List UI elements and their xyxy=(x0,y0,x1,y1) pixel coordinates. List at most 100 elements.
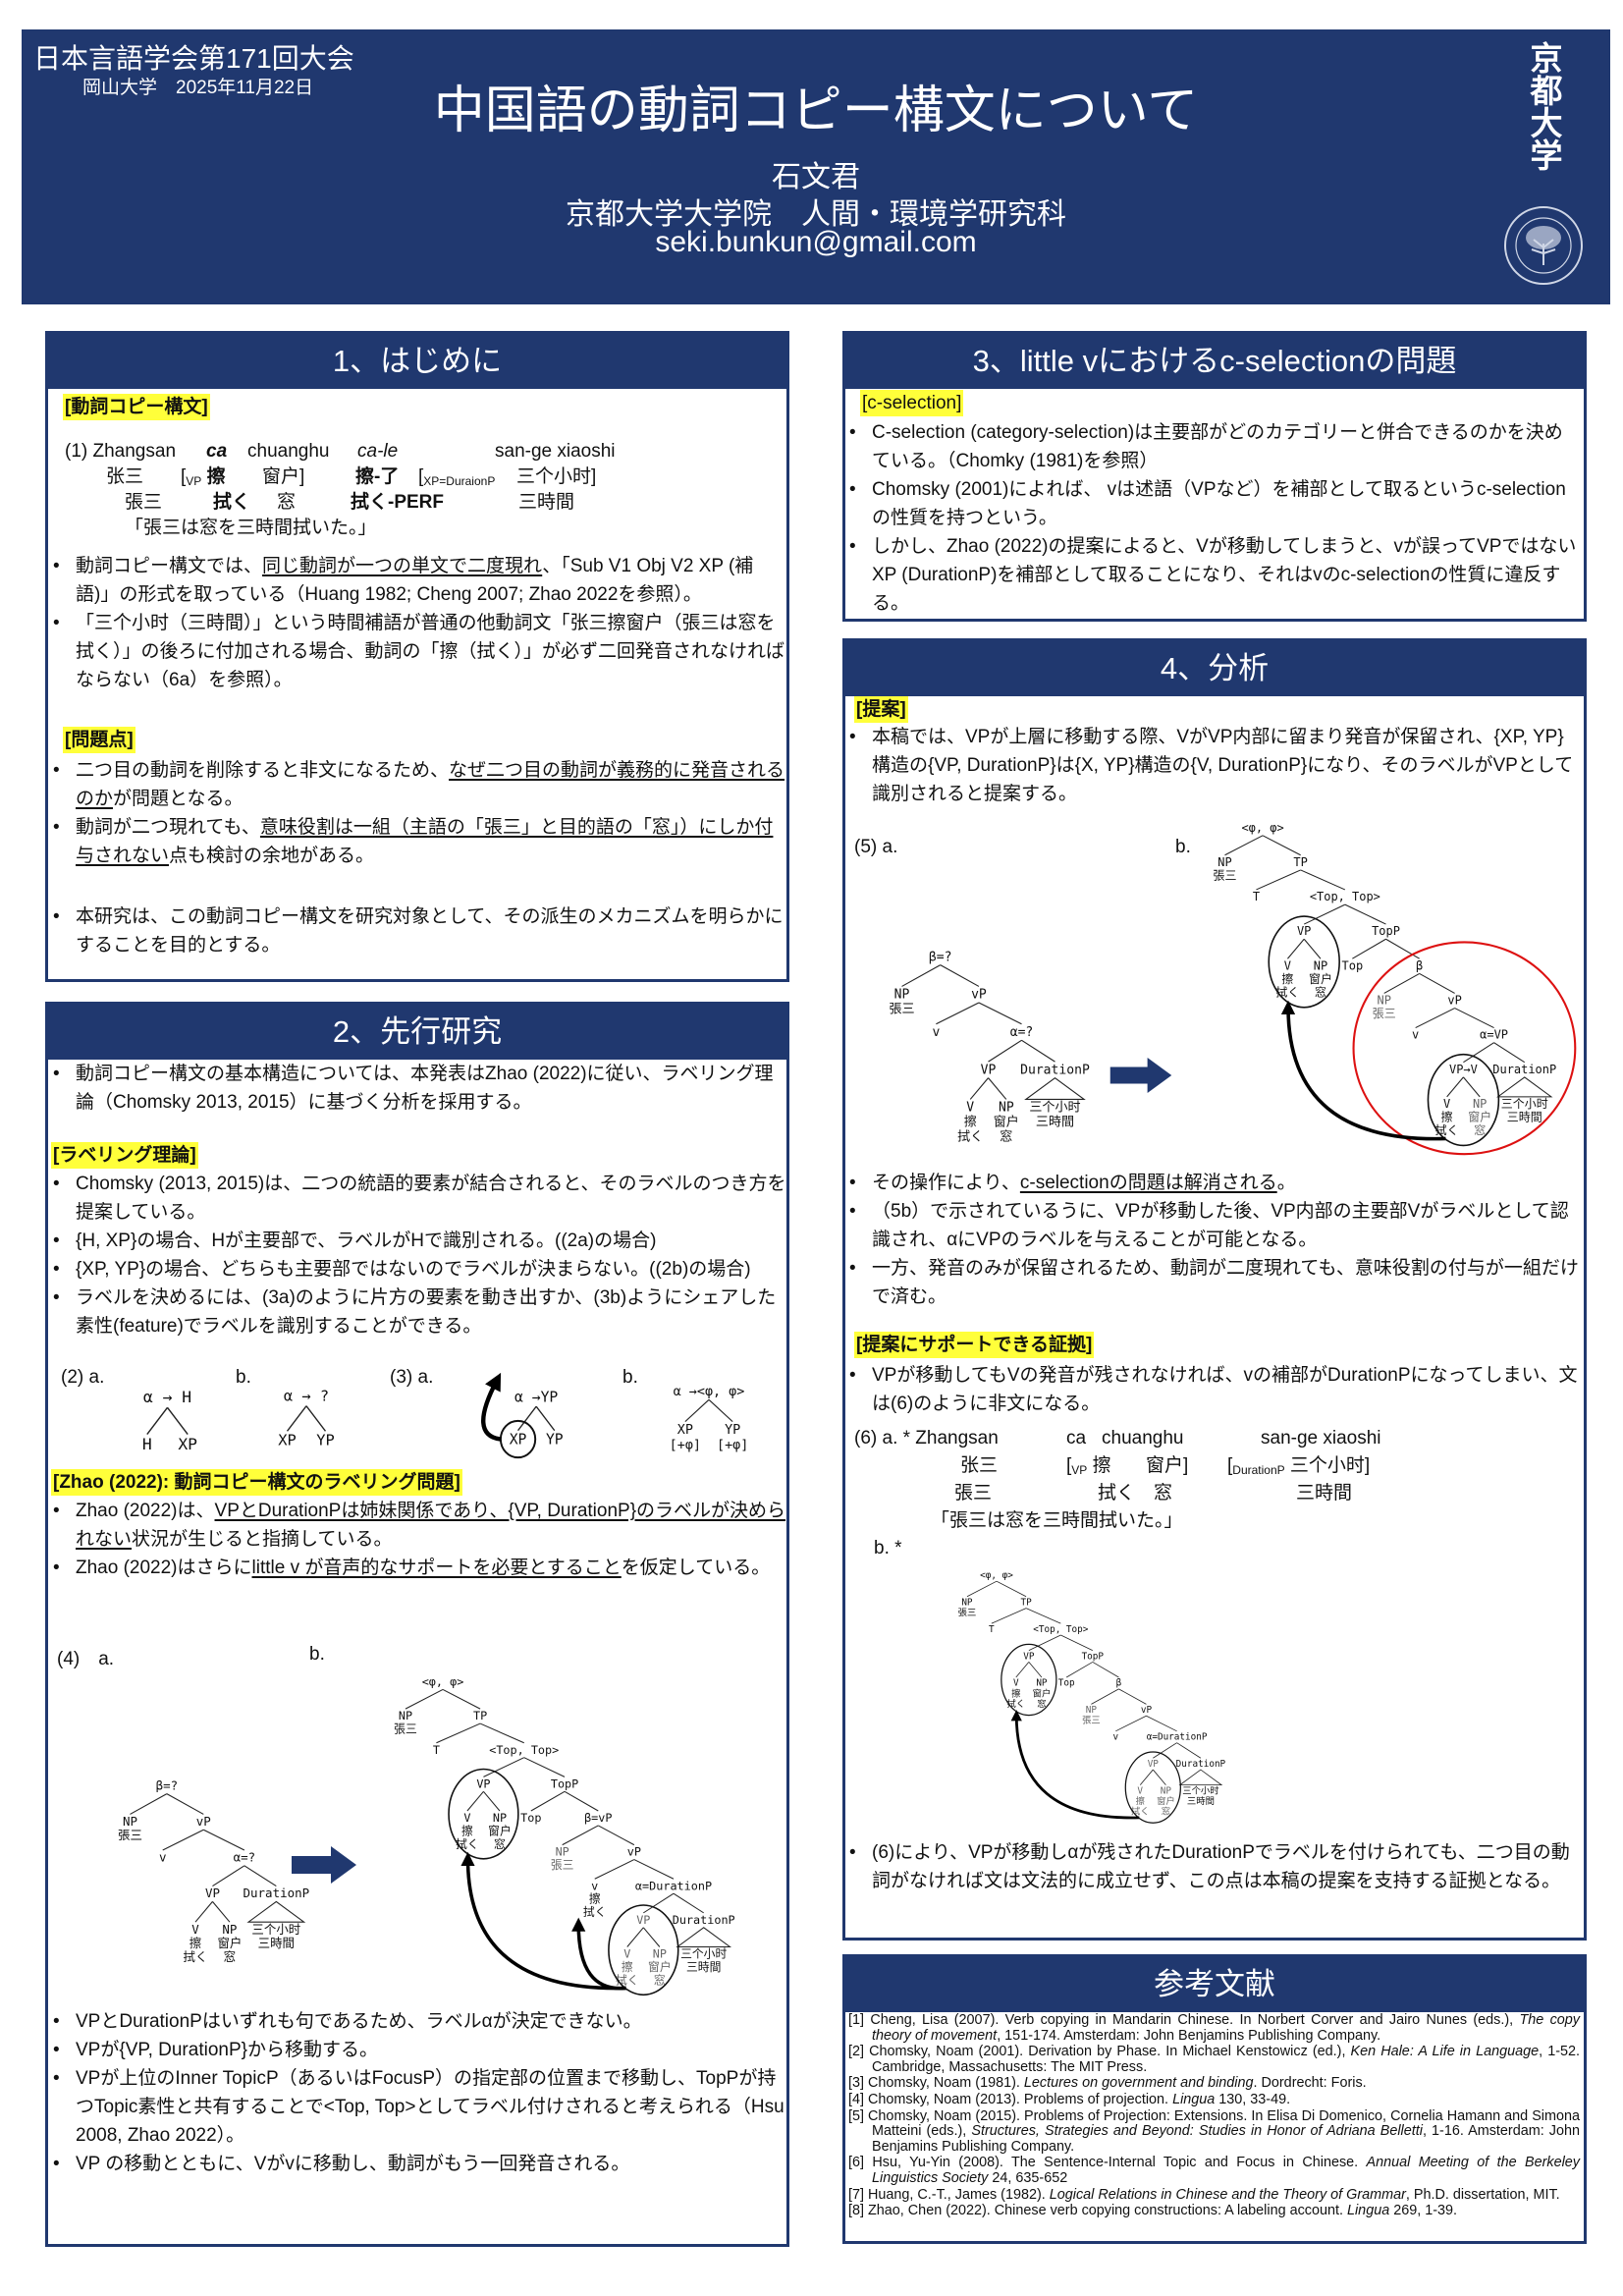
reference-text: 130, 33-49. xyxy=(1215,2091,1291,2107)
tree-node: α →<φ, φ> xyxy=(674,1385,745,1399)
gloss-word: 张三 xyxy=(960,1455,999,1476)
bullet-text: しかし、Zhao (2022)の提案によると、Vが移動してしまうと、vが誤ってV… xyxy=(872,536,1577,614)
tree-node: v xyxy=(1113,1732,1119,1743)
bracket: [ xyxy=(1066,1455,1072,1476)
circle-highlight xyxy=(499,1419,537,1459)
tree-branch xyxy=(1224,835,1264,856)
bullet-item: （5b）で示されているうに、VPが移動した後、VP内部の主要部Vがラベルとして認… xyxy=(849,1197,1581,1254)
tree-branch xyxy=(1028,1634,1061,1651)
tree-node: <φ, φ> xyxy=(980,1570,1013,1581)
tree-branch xyxy=(901,964,942,987)
bullet-text: 一方、発音のみが保留されるため、動詞が二度現れても、意味役割の付与が一組だけで済… xyxy=(872,1258,1579,1307)
reference-item: [8] Zhao, Chen (2022). Chinese verb copy… xyxy=(848,2203,1580,2219)
tree-node: α → H xyxy=(143,1388,191,1406)
tree-branch xyxy=(1092,1662,1119,1678)
reference-text: . Dordrecht: Foris. xyxy=(1253,2075,1367,2092)
bullet-text: その操作により、 xyxy=(872,1173,1020,1193)
section-heading: 2、先行研究 xyxy=(48,1005,786,1060)
tree-branch xyxy=(969,1077,989,1100)
tree-node: T xyxy=(1253,890,1260,903)
tree-branch xyxy=(1344,903,1386,925)
reference-text: , 1-52. Cambridge, Massachusetts: The MI… xyxy=(872,2044,1580,2075)
tree-node: β=? xyxy=(156,1777,179,1792)
tree-branch xyxy=(988,1039,1022,1063)
movement-arrow xyxy=(481,1372,502,1442)
tree-node: YP xyxy=(546,1431,564,1448)
tree-node: VP xyxy=(636,1913,650,1927)
gloss-word: 拭く xyxy=(1098,1483,1136,1503)
tree-branch xyxy=(594,1859,635,1880)
tree-node: VP xyxy=(205,1886,220,1900)
gloss-word: 张三 xyxy=(106,466,144,487)
tree-node: α=VP xyxy=(1480,1028,1508,1042)
bullet-text: 状況が生じると指摘している。 xyxy=(132,1529,393,1550)
tree-node: VP xyxy=(476,1777,490,1790)
gloss-word: 三个小时] xyxy=(516,466,597,487)
tree-node: v xyxy=(159,1850,167,1865)
movement-arrow xyxy=(1280,1000,1446,1141)
gloss-word: [XP=DuraionP xyxy=(418,465,495,494)
reference-text: [3] Chomsky, Noam (1981). xyxy=(848,2075,1024,2092)
tree-node: α → ? xyxy=(284,1388,329,1405)
bullet-text: {H, XP}の場合、Hが主要部で、ラベルがHで識別される。((2a)の場合) xyxy=(76,1230,657,1251)
tree-node: YP xyxy=(316,1432,335,1449)
reference-title: Annual Meeting of the Berkeley Linguisti… xyxy=(872,2155,1580,2186)
bullet-item: {H, XP}の場合、Hが主要部で、ラベルがHで識別される。((2a)の場合) xyxy=(53,1227,787,1255)
gloss-word: [VP 擦 xyxy=(1066,1453,1111,1483)
bullet-text: 二つ目の動詞を削除すると非文になるため、 xyxy=(76,760,450,781)
bullet-item: 二つ目の動詞を削除すると非文になるため、なぜ二つ目の動詞が義務的に発音されるのか… xyxy=(53,756,787,813)
section-heading: 4、分析 xyxy=(845,641,1584,696)
bullet-text: 。 xyxy=(1276,1173,1296,1193)
tree-diagram-3b: α →<φ, φ>XP[+φ]YP[+φ] xyxy=(670,1385,749,1453)
example-label: (5) a. xyxy=(854,837,898,857)
underlined-text: なぜ二つ目の動詞が義務的に発音されるのか xyxy=(76,760,785,809)
tree-node: vP xyxy=(196,1814,211,1829)
gloss-word: 窓 xyxy=(1154,1483,1173,1503)
gloss-word: ca xyxy=(206,441,228,462)
reference-title: Ken Hale: A Life in Language xyxy=(1350,2044,1540,2060)
tree-branch xyxy=(988,1077,1007,1100)
tree-branch xyxy=(1352,938,1386,959)
gloss-word: san-ge xiaoshi xyxy=(1261,1428,1381,1449)
tree-node: 三个小时三時間 xyxy=(1501,1097,1548,1124)
tree-branch xyxy=(483,1757,524,1777)
tree-branch xyxy=(166,1406,189,1436)
bullet-list: VPが移動してもVの発音が残されなければ、vの補部がDurationPになってし… xyxy=(849,1361,1581,1418)
subscript: VP xyxy=(186,474,202,488)
reference-text: , Ph.D. dissertation, MIT. xyxy=(1405,2186,1560,2203)
bullet-list: 本稿では、VPが上層に移動する際、VがVP内部に留まり発音が保留され、{XP, … xyxy=(849,723,1581,808)
arrow-right-icon xyxy=(1109,1058,1172,1093)
tree-node: <φ, φ> xyxy=(422,1675,464,1689)
bullet-item: VP の移動とともに、Vがvに移動し、動詞がもう一回発音される。 xyxy=(53,2150,787,2178)
tree-branch xyxy=(1060,1634,1093,1651)
bullet-text: （5b）で示されているうに、VPが移動した後、VP内部の主要部Vがラベルとして認… xyxy=(872,1201,1569,1250)
bullet-text: VP の移動とともに、Vがvに移動し、動詞がもう一回発音される。 xyxy=(76,2154,630,2174)
subscript: XP=DuraionP xyxy=(423,474,496,488)
tree-node: TopP xyxy=(1372,924,1400,938)
tree-branch xyxy=(1146,1715,1177,1732)
tree-branch xyxy=(1021,1039,1055,1063)
reference-title: Logical Relations in Chinese and the The… xyxy=(1049,2186,1406,2203)
tree-node: 三个小时三時間 xyxy=(251,1922,300,1950)
tree-branch xyxy=(564,1790,599,1812)
bullet-item: 動詞コピー構文では、同じ動詞が一つの単文で二度現れ、「Sub V1 Obj V2… xyxy=(53,552,787,609)
example-label: (4) a. xyxy=(57,1649,115,1669)
tree-roof xyxy=(1495,1076,1553,1098)
tree-branch xyxy=(1463,1042,1494,1064)
underlined-text: 意味役割は一組（主語の「張三」と目的語の「窓」）にしか付与されない xyxy=(76,817,774,866)
highlight-label: [提案にサポートできる証拠] xyxy=(854,1332,1095,1358)
tree-node: H xyxy=(142,1435,152,1453)
tree-branch xyxy=(1383,972,1420,994)
tree-branch xyxy=(243,1865,277,1887)
university-logo-text: 京都大学 xyxy=(1525,41,1563,171)
tree-branch xyxy=(442,1689,481,1710)
subscript: DurationP xyxy=(1232,1463,1285,1477)
tree-node: VP xyxy=(981,1063,997,1077)
